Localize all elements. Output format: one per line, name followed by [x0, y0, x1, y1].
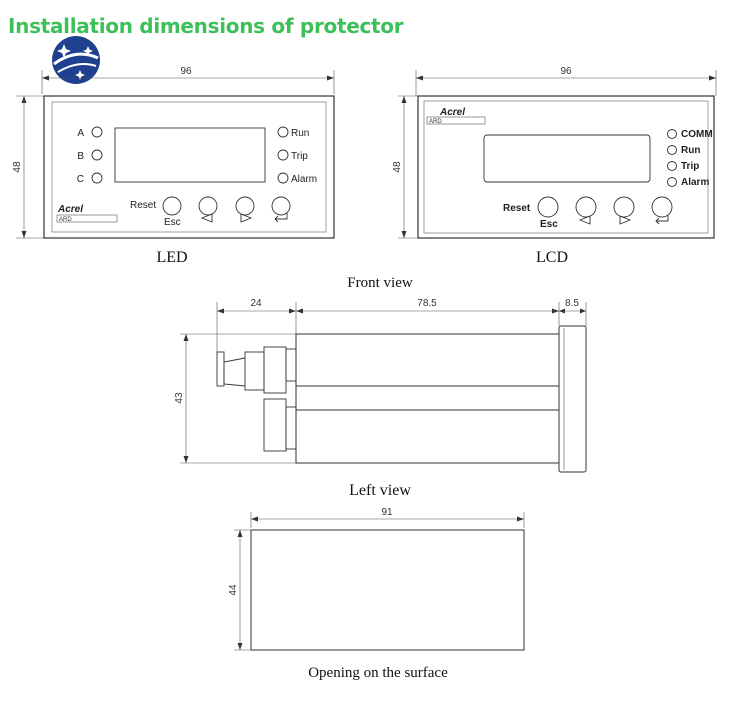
led-height-dim: 48 — [12, 161, 23, 173]
led-brand: Acrel — [57, 204, 83, 215]
lcd-caption: LCD — [536, 249, 568, 266]
lcd-right-button[interactable] — [613, 196, 635, 218]
led-right-button[interactable] — [235, 196, 255, 216]
left-arrow-icon — [578, 215, 591, 225]
opening-width-dim: 91 — [381, 507, 393, 518]
opening-caption: Opening on the surface — [308, 665, 448, 681]
lcd-indicator-trip — [667, 161, 677, 171]
enter-icon — [274, 213, 288, 223]
led-reset-label: Reset — [130, 200, 156, 211]
lcd-reset-button[interactable] — [537, 196, 559, 218]
lcd-indicator-trip-label: Trip — [681, 161, 699, 172]
side-height-dim: 43 — [174, 392, 185, 404]
led-enter-button[interactable] — [271, 196, 291, 216]
left-view-caption: Left view — [349, 482, 411, 499]
lcd-indicator-comm-label: COMM — [681, 129, 713, 140]
lcd-model: ARD — [429, 119, 442, 125]
led-indicator-run — [277, 126, 289, 138]
led-front-view: 96 48 A B C Run Trip Alarm Acrel ARD Res… — [12, 66, 335, 266]
lcd-indicator-run-label: Run — [681, 145, 700, 156]
bezel-depth-dim: 8.5 — [565, 298, 579, 309]
enter-icon — [655, 215, 669, 225]
led-indicator-c-label: C — [77, 174, 84, 185]
front-view-caption: Front view — [347, 275, 413, 291]
right-arrow-icon — [240, 213, 253, 223]
lcd-esc-label: Esc — [540, 219, 558, 230]
led-indicator-b — [91, 149, 103, 161]
lcd-left-button[interactable] — [575, 196, 597, 218]
lcd-indicator-comm — [667, 129, 677, 139]
panel-opening: 91 44 Opening on the surface — [228, 507, 525, 681]
led-reset-button[interactable] — [162, 196, 182, 216]
led-indicator-alarm-label: Alarm — [291, 174, 317, 185]
lcd-height-dim: 48 — [392, 161, 403, 173]
led-indicator-trip — [277, 149, 289, 161]
led-left-button[interactable] — [198, 196, 218, 216]
lcd-width-dim: 96 — [560, 66, 572, 77]
lcd-reset-label: Reset — [503, 203, 531, 214]
lcd-enter-button[interactable] — [651, 196, 673, 218]
terminal-depth-dim: 24 — [250, 298, 262, 309]
led-indicator-alarm — [277, 172, 289, 184]
page-title: Installation dimensions of protector — [8, 14, 404, 38]
led-width-dim: 96 — [180, 66, 192, 77]
led-esc-label: Esc — [164, 217, 181, 228]
led-indicator-b-label: B — [77, 151, 84, 162]
right-arrow-icon — [619, 215, 632, 225]
led-model: ARD — [59, 217, 72, 223]
body-depth-dim: 78.5 — [417, 298, 437, 309]
led-indicator-a-label: A — [77, 128, 84, 139]
brand-logo — [52, 36, 100, 84]
led-indicator-trip-label: Trip — [291, 151, 308, 162]
opening-height-dim: 44 — [228, 584, 239, 596]
led-indicator-run-label: Run — [291, 128, 309, 139]
led-indicator-c — [91, 172, 103, 184]
lcd-brand: Acrel — [439, 107, 465, 118]
lcd-indicator-alarm-label: Alarm — [681, 177, 709, 188]
left-arrow-icon — [200, 213, 213, 223]
lcd-indicator-alarm — [667, 177, 677, 187]
led-indicator-a — [91, 126, 103, 138]
lcd-indicator-run — [667, 145, 677, 155]
lcd-front-view: 96 48 Acrel ARD COMM Run Trip Alarm Rese… — [392, 66, 717, 266]
left-view: 24 78.5 8.5 43 Left view — [174, 298, 587, 499]
led-caption: LED — [156, 249, 187, 266]
